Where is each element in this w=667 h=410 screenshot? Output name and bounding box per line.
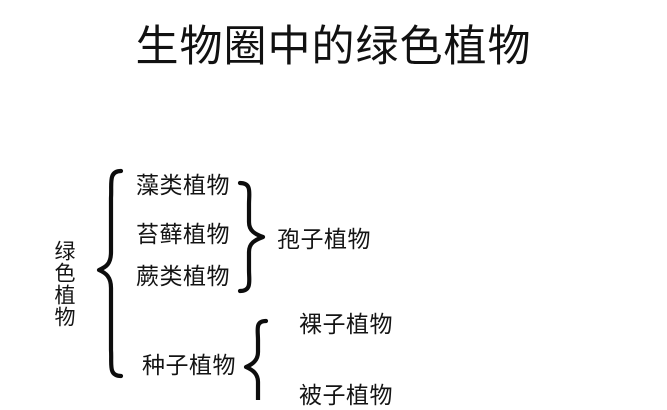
node-spore-plants: 孢子植物: [277, 227, 371, 252]
seed-plants-brace: [243, 318, 269, 400]
node-bryophyte: 苔藓植物: [136, 222, 230, 247]
root-label-green-plants: 绿色植物: [52, 240, 76, 328]
node-angiosperm: 被子植物: [299, 383, 393, 408]
node-gymnosperm: 裸子植物: [299, 312, 393, 337]
main-brace: [96, 168, 124, 379]
slide-canvas: 生物圈中的绿色植物 绿色植物 藻类植物 苔藓植物 蕨类植物 孢子植物 种子植物 …: [52, 24, 532, 408]
node-fern: 蕨类植物: [136, 264, 230, 289]
node-seed-plants: 种子植物: [142, 353, 236, 378]
spore-plants-brace: [237, 180, 266, 294]
node-algae: 藻类植物: [136, 173, 230, 198]
page-title: 生物圈中的绿色植物: [135, 24, 532, 71]
